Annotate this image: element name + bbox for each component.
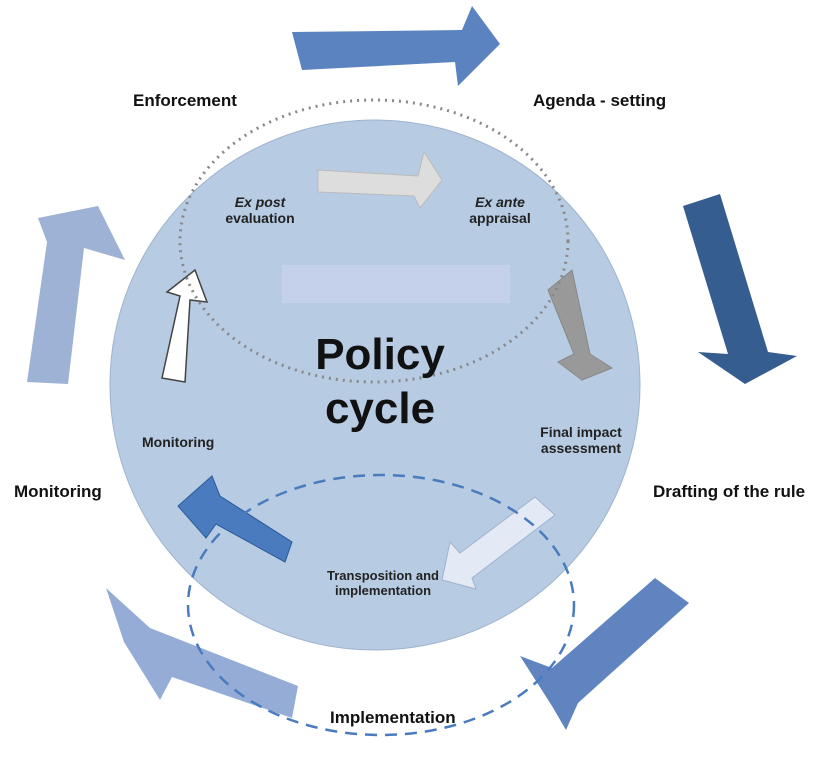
label-enforcement: Enforcement bbox=[133, 91, 237, 110]
label-ex-post: Ex post evaluation bbox=[210, 194, 310, 226]
label-ex-post-line2: evaluation bbox=[225, 210, 295, 226]
label-implementation: Implementation bbox=[330, 708, 456, 727]
arrow-implementation bbox=[520, 578, 689, 730]
arrow-ex-ante bbox=[317, 150, 443, 209]
label-monitoring-outer: Monitoring bbox=[14, 482, 102, 501]
label-monitoring-inner: Monitoring bbox=[142, 434, 215, 450]
label-transposition: Transposition and implementation bbox=[318, 568, 448, 598]
label-ex-post-line1: Ex post bbox=[234, 194, 286, 210]
center-title: Policy cycle bbox=[290, 328, 470, 436]
label-transposition-line2: implementation bbox=[334, 583, 432, 598]
label-agenda-setting: Agenda - setting bbox=[533, 91, 667, 110]
label-final-impact-line1: Final impact bbox=[540, 424, 622, 440]
label-final-impact: Final impact assessment bbox=[526, 424, 636, 456]
evaluation-ellipse bbox=[178, 98, 570, 384]
label-drafting: Drafting of the rule bbox=[653, 482, 806, 501]
center-title-line2: cycle bbox=[324, 384, 436, 433]
label-ex-ante: Ex ante appraisal bbox=[450, 194, 550, 226]
highlight-rect bbox=[282, 265, 510, 303]
label-transposition-line1: Transposition and bbox=[327, 568, 439, 583]
arrow-monitoring-inner bbox=[177, 475, 293, 563]
label-ex-ante-line2: appraisal bbox=[469, 210, 531, 226]
arrow-final-impact bbox=[547, 269, 614, 381]
label-final-impact-line2: assessment bbox=[540, 440, 622, 456]
center-title-line1: Policy bbox=[315, 330, 445, 379]
arrow-agenda-setting bbox=[292, 6, 500, 86]
arrow-enforcement bbox=[27, 206, 125, 384]
implementation-ellipse bbox=[186, 473, 576, 737]
arrow-drafting bbox=[683, 194, 797, 384]
label-ex-ante-line1: Ex ante bbox=[475, 194, 525, 210]
